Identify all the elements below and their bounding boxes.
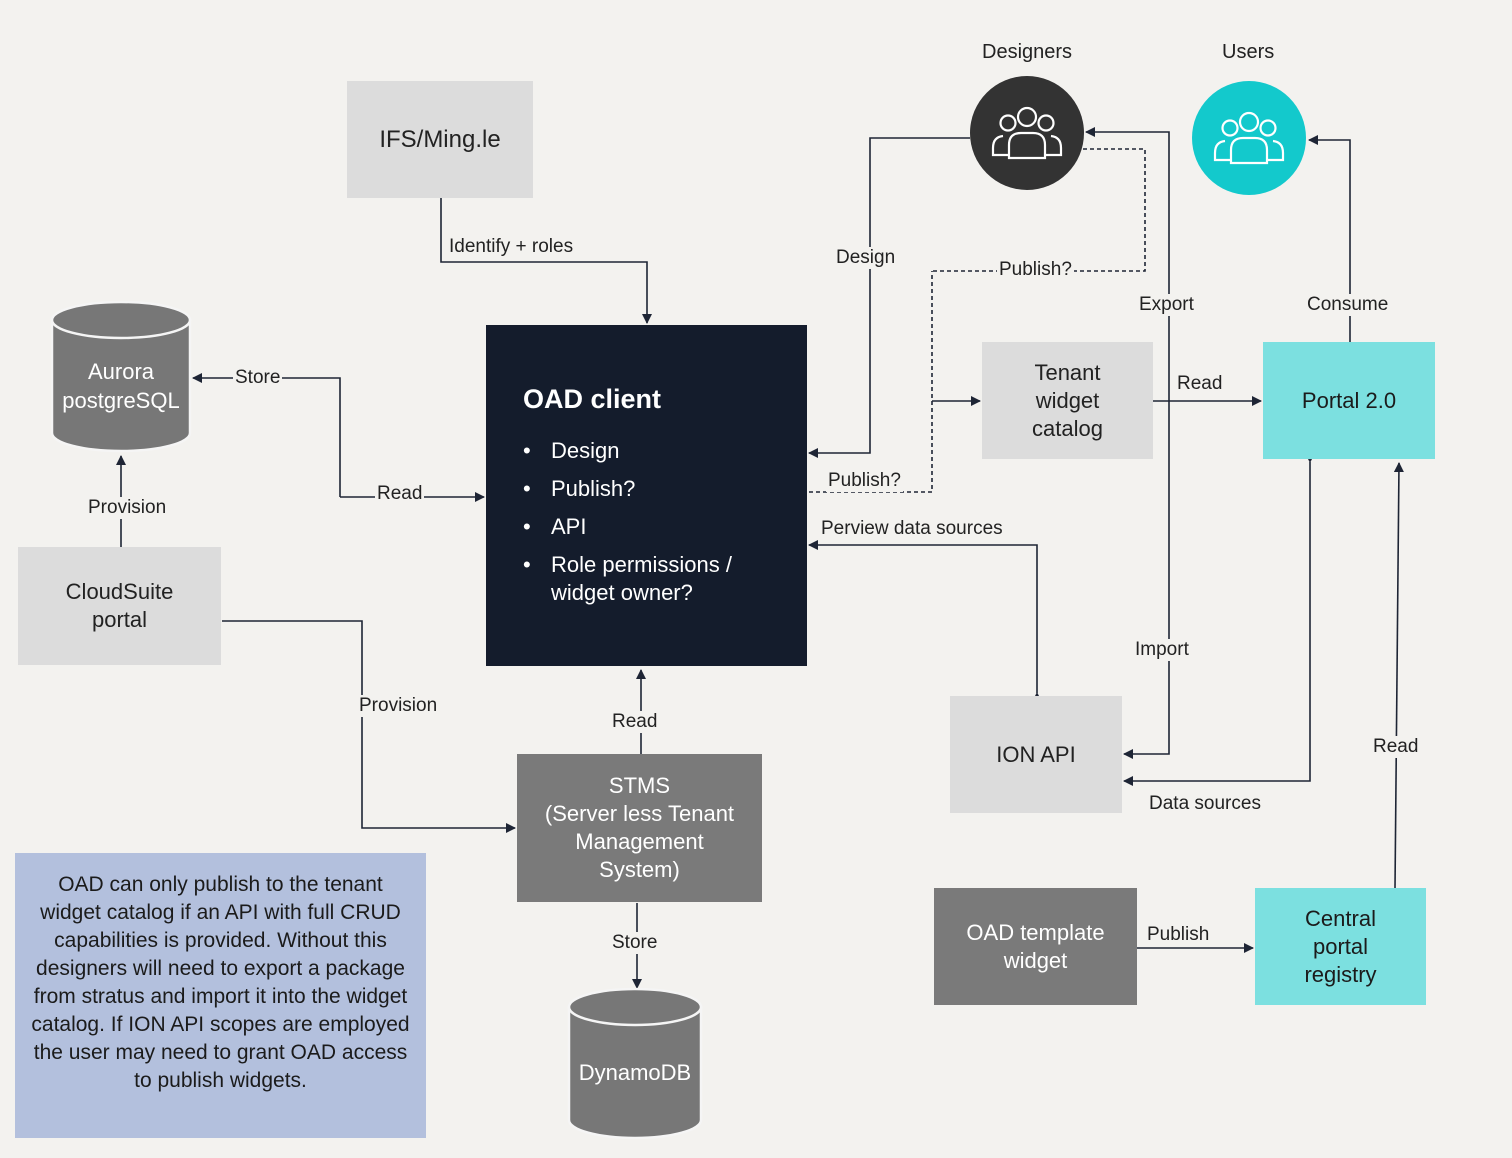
ion-api-box: ION API [950,696,1122,813]
oad-client-bullets: Design Publish? API Role permissions / w… [523,437,787,607]
label-design: Design [834,247,898,269]
designers-circle [970,76,1084,190]
edge-design [808,137,970,458]
edge-publish-dashed-client [809,271,933,493]
edge-preview-sources [808,540,1042,702]
people-group-icon [1213,111,1285,165]
bullet-design: Design [523,437,787,465]
designers-label: Designers [982,41,1073,63]
edge-read-registry [1393,462,1404,889]
oad-template-widget-box: OAD template widget [934,888,1137,1005]
bullet-api: API [523,513,787,541]
label-read-client: Read [375,483,425,505]
users-circle [1192,81,1306,195]
label-consume: Consume [1305,294,1391,316]
label-import: Import [1133,639,1191,661]
label-store-dynamo: Store [610,932,660,954]
bullet-role-permissions: Role permissions / widget owner? [523,551,787,607]
label-publish-dashed-top: Publish? [997,259,1074,281]
label-publish-template: Publish [1145,924,1212,946]
oad-client-title: OAD client [523,384,662,414]
bullet-publish: Publish? [523,475,787,503]
edge-consume [1308,135,1351,342]
aurora-cylinder [50,300,192,453]
ifs-mingle-box: IFS/Ming.le [347,81,533,198]
people-group-icon [991,106,1063,160]
label-provision-stms: Provision [357,695,440,717]
label-preview-sources: Perview data sources [819,518,1005,540]
dynamodb-cylinder [567,987,703,1140]
cloudsuite-portal-box: CloudSuite portal [18,547,221,665]
edge-provision-stms [222,620,516,833]
note-box: OAD can only publish to the tenant widge… [15,853,426,1138]
label-export: Export [1137,294,1196,316]
aurora-label: Aurora postgreSQL [62,359,180,413]
dynamodb-label: DynamoDB [578,1060,692,1085]
tenant-widget-catalog-box: Tenant widget catalog [982,342,1153,459]
label-publish-client: Publish? [826,470,903,492]
central-portal-registry-box: Central portal registry [1255,888,1426,1005]
edge-data-sources [1123,453,1315,786]
edge-identify-roles [440,198,652,324]
label-read-catalog-portal: Read [1175,373,1225,395]
label-read-stms: Read [610,711,660,733]
label-identify-roles: Identify + roles [447,236,576,258]
label-provision-aurora: Provision [86,497,169,519]
users-label: Users [1222,41,1275,63]
stms-box: STMS (Server less Tenant Management Syst… [517,754,762,902]
label-read-registry: Read [1371,736,1421,758]
label-data-sources: Data sources [1147,793,1263,815]
portal-box: Portal 2.0 [1263,342,1435,459]
oad-client-box: OAD client Design Publish? API Role perm… [486,325,807,666]
edge-store-aurora [192,373,341,497]
label-store-aurora: Store [233,367,283,389]
